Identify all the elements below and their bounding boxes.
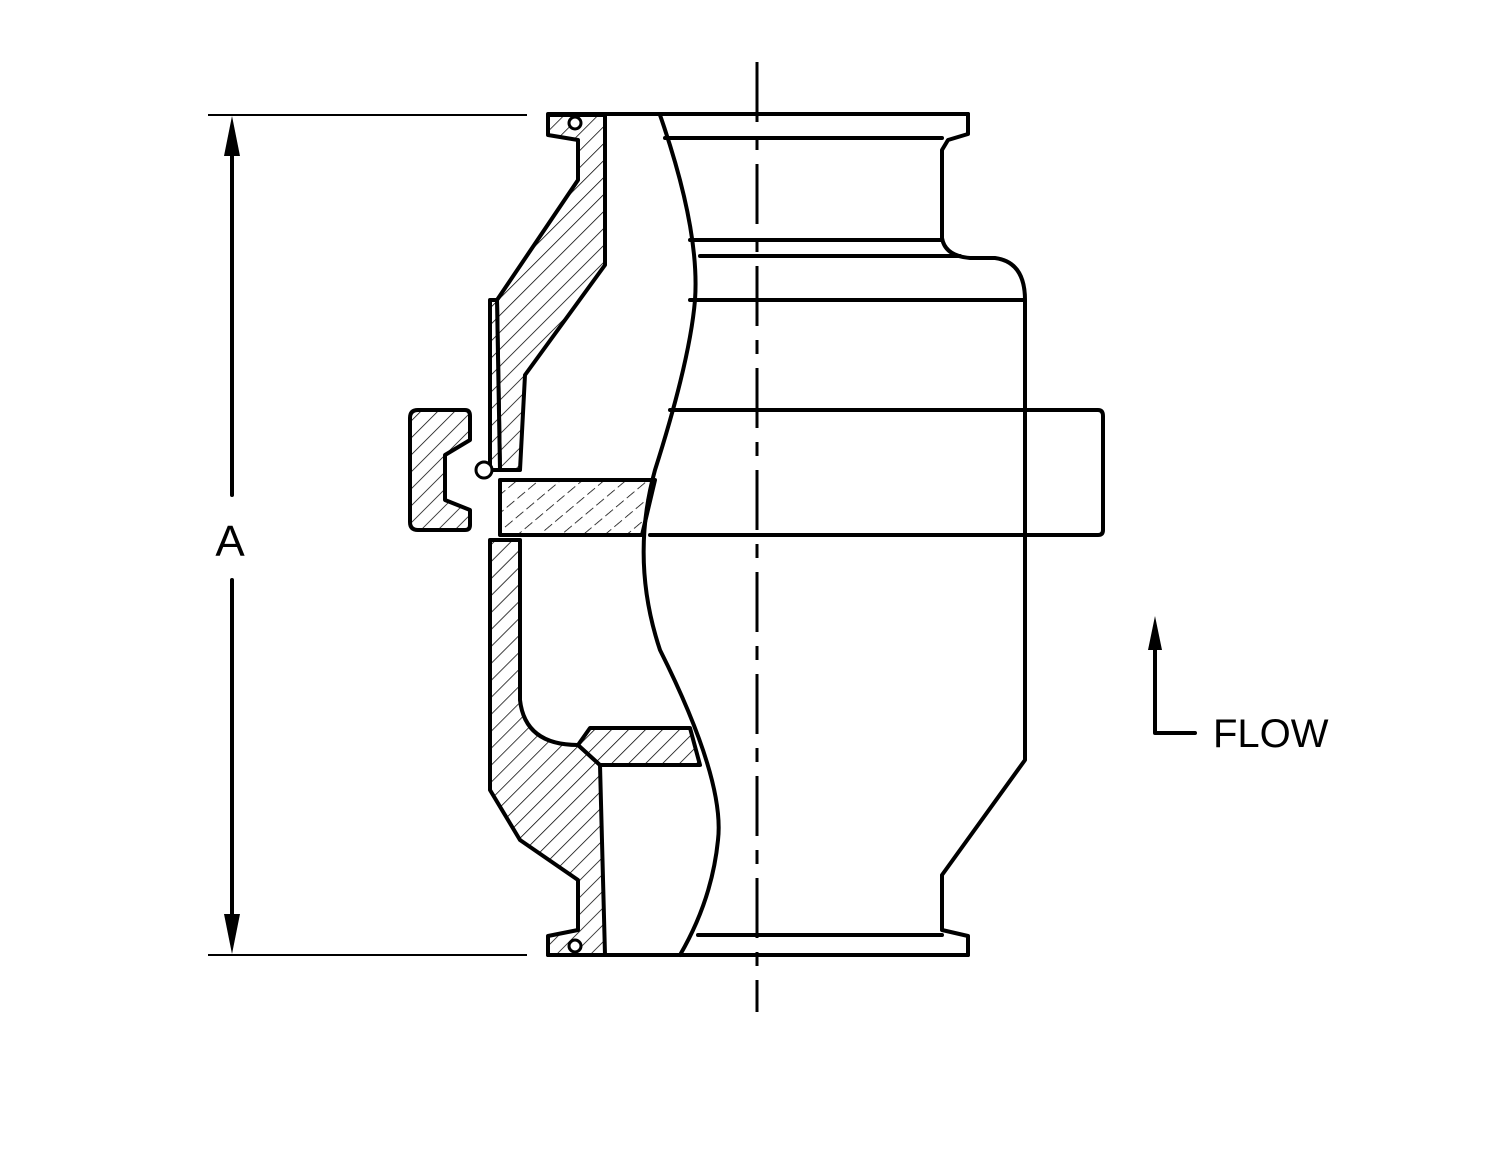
- flow-arrowhead-icon: [1148, 616, 1162, 650]
- dimension-label: A: [215, 517, 245, 566]
- arrowhead-down-icon: [224, 914, 240, 954]
- flow-label: FLOW: [1213, 712, 1329, 756]
- clamp-wing-nut: [408, 408, 472, 532]
- flow-arrow: [1153, 638, 1197, 735]
- arrowhead-up-icon: [224, 116, 240, 156]
- band-section: [498, 478, 657, 537]
- dimension-a: A: [208, 114, 527, 956]
- section-wall-edge: [488, 298, 502, 472]
- flow-indicator: FLOW: [1148, 616, 1329, 756]
- gasket-bottom: [567, 938, 583, 954]
- clamp-band: [648, 408, 1105, 537]
- valve-body-exterior: [546, 112, 1027, 957]
- gasket-top: [567, 115, 583, 131]
- section-wall-lower: [488, 538, 607, 957]
- break-line: [641, 113, 721, 957]
- ball-pin: [474, 460, 494, 480]
- section-wall-upper: [495, 113, 607, 472]
- seat-section: [576, 726, 702, 767]
